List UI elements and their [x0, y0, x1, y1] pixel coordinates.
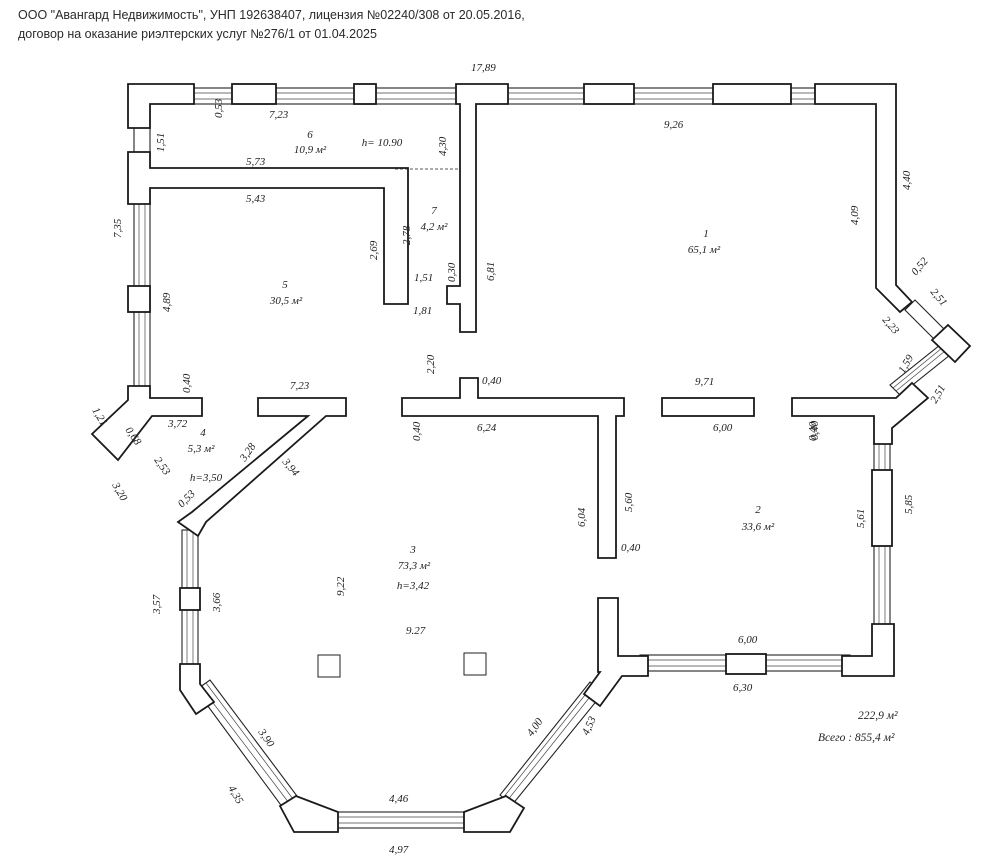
room-area: 65,1 м²: [688, 244, 721, 256]
dimension: 4,35: [225, 784, 245, 807]
room-height: h= 10.90: [362, 137, 403, 149]
dimension: 6,04: [576, 507, 588, 527]
room-number: 7: [431, 205, 437, 217]
dimension: 7,23: [290, 380, 310, 392]
dimension: 6,30: [733, 682, 753, 694]
room-number: 4: [200, 427, 206, 439]
dimension: 4,97: [389, 844, 409, 856]
dimension: 0,40: [181, 373, 193, 393]
dimension: 5,43: [246, 193, 266, 205]
dimension: 4,40: [901, 170, 913, 190]
dimension: 9,22: [335, 576, 347, 596]
room-number: 6: [307, 129, 313, 141]
dimension: 7,35: [112, 218, 124, 238]
room-number: 3: [409, 544, 416, 556]
dimension: 0,53: [176, 488, 198, 510]
dimension: 3,66: [211, 592, 223, 613]
room-area: 5,3 м²: [188, 443, 216, 455]
dimension: 9.27: [406, 625, 426, 637]
dimension: 7,23: [269, 109, 289, 121]
dimension: 2,78: [401, 225, 413, 245]
dimension: 6,24: [477, 422, 497, 434]
dimension: 1,81: [413, 305, 432, 317]
dimension: 5,73: [246, 156, 266, 168]
room-area: 4,2 м²: [421, 221, 449, 233]
dimension: 5,61: [855, 509, 867, 528]
column: [463, 652, 487, 676]
dimension: 4,30: [437, 136, 449, 156]
dimension: 3,20: [109, 480, 130, 504]
header-line-2: договор на оказание риэлтерских услуг №2…: [18, 27, 377, 41]
dimension: 9,26: [664, 119, 684, 131]
dimension: 0,40: [807, 421, 819, 441]
dimension: 5,60: [623, 492, 635, 512]
dimension: 4,00: [525, 716, 546, 739]
room-height: h=3,42: [397, 580, 430, 592]
dimension: 2,51: [928, 286, 950, 308]
dimension: 2,53: [152, 455, 173, 478]
dimension: 2,23: [880, 314, 902, 337]
room-number: 1: [703, 228, 709, 240]
column: [317, 654, 341, 678]
dimension: 1,51: [414, 272, 433, 284]
dimension: 3,57: [151, 594, 163, 615]
room-number: 5: [282, 279, 288, 291]
dimension: 0,40: [482, 375, 502, 387]
room-area: 30,5 м²: [269, 295, 303, 307]
dimension: 0,40: [809, 420, 821, 440]
dimension: 6,00: [713, 422, 733, 434]
room-height: h=3,50: [190, 472, 223, 484]
dimension: 3,72: [167, 418, 188, 430]
dimension: 3,94: [279, 455, 302, 479]
dimension: 17,89: [471, 62, 496, 74]
dimension: 4,09: [849, 205, 861, 225]
dimension: 0,53: [213, 98, 225, 118]
dimension: 5,85: [903, 494, 915, 514]
room-labels: 1 65,1 м² 2 33,6 м² 3 73,3 м² h=3,42 4 5…: [188, 129, 775, 592]
dimension: 2,69: [368, 240, 380, 260]
dimension: 6,81: [485, 262, 497, 281]
dimension: 1,51: [155, 133, 167, 152]
dimension: 0,30: [446, 262, 458, 282]
floor-area-total: 222,9 м²: [858, 710, 898, 722]
dimension: 0,40: [411, 421, 423, 441]
dimension: 2,51: [928, 383, 948, 406]
room-number: 2: [755, 504, 761, 516]
dimension: 0,40: [621, 542, 641, 554]
all-area-total: Всего : 855,4 м²: [818, 732, 895, 744]
dimension: 9,71: [695, 376, 714, 388]
dimension: 0,52: [909, 255, 931, 278]
header-line-1: ООО "Авангард Недвижимость", УНП 1926384…: [18, 8, 525, 22]
room-area: 10,9 м²: [294, 144, 327, 156]
dimension: 4,46: [389, 793, 409, 805]
dimension: 6,00: [738, 634, 758, 646]
room-area: 33,6 м²: [741, 521, 775, 533]
walls: [90, 83, 972, 833]
room-area: 73,3 м²: [398, 560, 431, 572]
dimension: 2,20: [425, 354, 437, 374]
dimension: 4,89: [161, 292, 173, 312]
